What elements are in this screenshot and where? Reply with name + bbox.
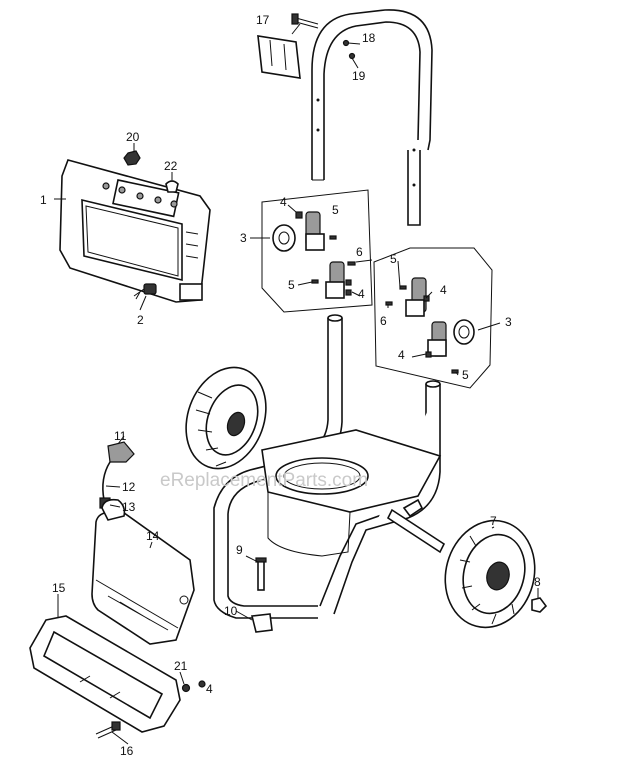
callout-19: 19: [352, 69, 366, 83]
cap-8: [531, 597, 548, 613]
callout-12: 12: [122, 480, 136, 494]
screw-16: [95, 721, 121, 739]
callout-10: 10: [224, 604, 238, 618]
tank-14: [91, 498, 195, 645]
wheel-7: [444, 519, 536, 629]
callout-4c: 4: [440, 283, 447, 297]
bolt-9: [255, 557, 267, 591]
fastener-18: [342, 39, 350, 47]
callout-5b: 5: [288, 278, 295, 292]
callout-5c: 5: [390, 252, 397, 266]
callout-6b: 6: [380, 314, 387, 328]
wheel-left: [185, 366, 267, 470]
watermark: eReplacementParts.com: [160, 470, 368, 491]
washer-21: [181, 683, 191, 693]
callout-5d: 5: [462, 368, 469, 382]
callout-15: 15: [52, 581, 66, 595]
knob-20: [123, 150, 141, 166]
tube-12: [102, 461, 111, 501]
callout-11: 11: [114, 429, 127, 443]
callout-18: 18: [362, 31, 376, 45]
bracket-assembly-left: [261, 189, 373, 313]
callout-3-left: 3: [240, 231, 247, 245]
cap-11: [107, 441, 135, 463]
callout-9: 9: [236, 543, 243, 557]
foot-10: [251, 613, 273, 633]
callout-1: 1: [40, 193, 47, 207]
callout-3-right: 3: [505, 315, 512, 329]
callout-4a: 4: [280, 195, 287, 209]
callout-8: 8: [534, 575, 541, 589]
callout-21: 21: [174, 659, 188, 673]
fastener-19: [348, 52, 356, 60]
handle-frame: [311, 9, 433, 226]
callout-16: 16: [120, 744, 134, 758]
callout-6a: 6: [356, 245, 363, 259]
callout-5a: 5: [332, 203, 339, 217]
callout-4e: 4: [206, 682, 213, 696]
callout-7: 7: [490, 514, 497, 528]
screw-2: [133, 283, 157, 300]
callout-4b: 4: [358, 287, 365, 301]
callout-labels: 1 2 3 3 4 4 4 4 4 5 5 5 5 6 6 7 8 9 10 1…: [40, 13, 541, 758]
hose-hook-17: [257, 13, 319, 79]
nut-4: [198, 680, 206, 688]
callout-20: 20: [126, 130, 140, 144]
bracket-assembly-right: [373, 247, 493, 389]
base-panel-15: [29, 615, 181, 733]
leader-lines: [54, 23, 539, 745]
callout-14: 14: [146, 529, 160, 543]
callout-2: 2: [137, 313, 144, 327]
plug-22: [165, 180, 179, 193]
control-panel-1: [59, 159, 211, 303]
callout-4d: 4: [398, 348, 405, 362]
callout-22: 22: [164, 159, 178, 173]
callout-13: 13: [122, 500, 136, 514]
main-frame: [213, 314, 446, 619]
callout-17: 17: [256, 13, 270, 27]
